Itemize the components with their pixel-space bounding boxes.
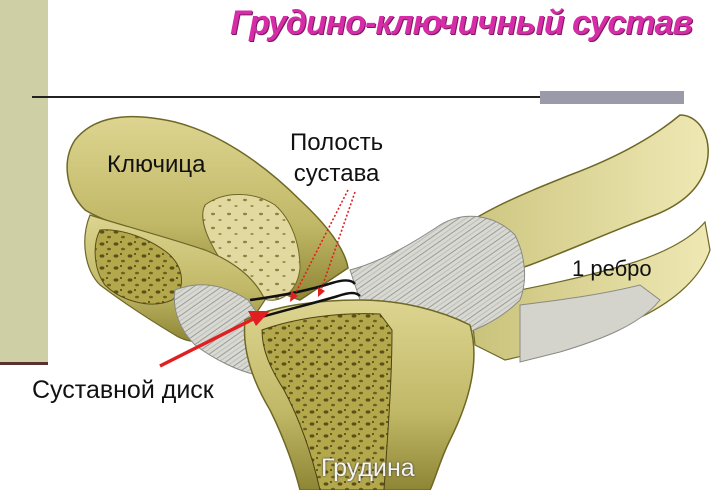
disc-pointer xyxy=(159,316,256,368)
cavity-pointer-1-head xyxy=(290,291,298,302)
sternum-cut-surface xyxy=(261,313,393,490)
cavity-pointer-2-head xyxy=(318,287,325,297)
disc-pointer-head xyxy=(248,311,270,326)
sidebar-divider xyxy=(0,362,48,365)
sidebar-panel xyxy=(0,0,48,365)
left-ligament xyxy=(173,284,263,376)
label-joint-cavity-line2: сустава xyxy=(293,160,380,187)
label-first-rib: 1 ребро xyxy=(572,256,652,281)
cavity-pointer-2 xyxy=(319,191,356,294)
clavicle-cut-surface xyxy=(202,194,301,301)
left-rib-cut-surface xyxy=(94,229,182,305)
label-articular-disc: Суставной диск xyxy=(32,376,214,404)
label-clavicle: Ключица xyxy=(107,151,206,178)
label-sternum: Грудина xyxy=(321,454,415,482)
costal-cartilage xyxy=(519,284,661,363)
decorative-bar xyxy=(540,91,684,104)
label-joint-cavity: Полость сустава xyxy=(290,127,383,189)
cavity-pointer-1 xyxy=(292,189,349,299)
joint-cavity-upper xyxy=(249,279,356,302)
title-rule xyxy=(32,96,540,98)
label-joint-cavity-line1: Полость xyxy=(290,129,384,156)
articular-disc xyxy=(257,291,361,320)
slide-title: Грудино-ключичный сустав xyxy=(230,4,693,42)
